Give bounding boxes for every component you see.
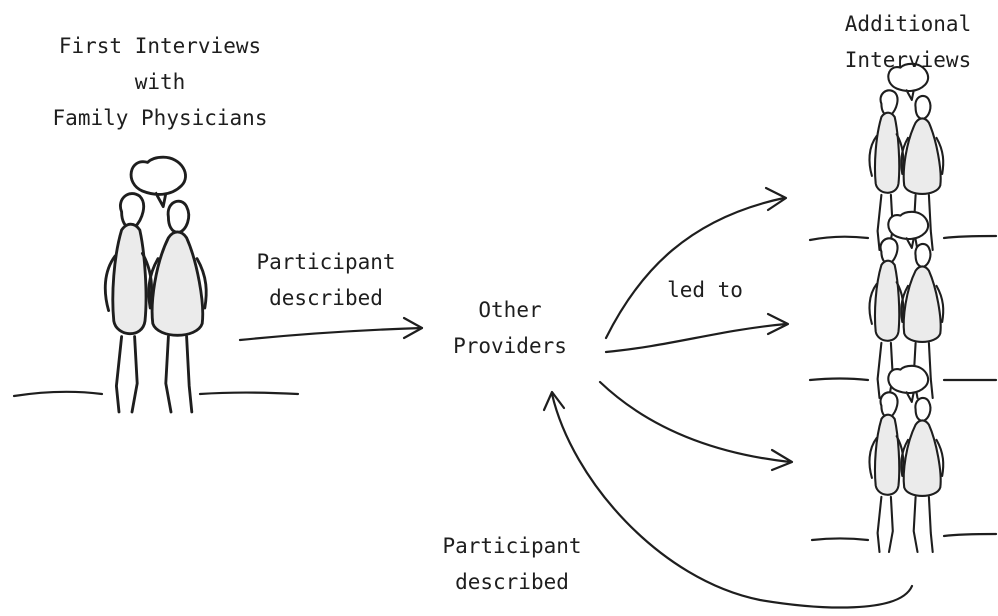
ground-line-additional-2 [808,377,870,382]
arrow-to-additional-3 [598,380,792,464]
arrow-to-additional-1 [604,196,786,340]
ground-line-first [12,390,104,398]
other-providers-line-2: Providers [453,334,567,358]
arrow-to-additional-2-head [766,312,790,336]
ground-line-additional-1 [808,235,870,242]
first-interviews-line-3: Family Physicians [52,106,268,130]
ground-line-additional-3-right [942,532,998,538]
ground-line-additional-3 [810,537,870,542]
other-providers-label: Other Providers [440,292,580,364]
other-providers-line-1: Other [478,298,542,322]
arrow-back-to-other-providers-head [542,390,566,412]
participant-described-bottom-label: Participant described [422,528,602,600]
participant-described-top-line-2: described [269,286,383,310]
arrow-to-additional-3-head [770,448,794,472]
additional-interviews-line-1: Additional [844,12,972,36]
first-interviews-label: First Interviews with Family Physicians [22,28,298,136]
participant-described-bottom-line-1: Participant [442,534,582,558]
arrow-back-to-other-providers [550,392,914,609]
first-interviews-line-1: First Interviews [58,34,262,58]
additional-interviews-line-2: Interviews [844,48,972,72]
first-interview-pair [103,155,208,414]
led-to-label: led to [667,278,743,302]
participant-described-top-label: Participant described [236,244,416,316]
arrow-to-additional-1-head [764,186,788,212]
arrow-to-additional-2 [604,322,788,354]
ground-line-additional-1-right [942,234,998,240]
additional-interviews-label: Additional Interviews [820,6,996,78]
arrow-to-other-providers-head [402,316,424,340]
participant-described-bottom-line-2: described [455,570,569,594]
arrow-to-other-providers [238,326,424,342]
first-interviews-line-2: with [134,70,186,94]
participant-described-top-line-1: Participant [256,250,396,274]
ground-line-first-right [198,391,300,396]
